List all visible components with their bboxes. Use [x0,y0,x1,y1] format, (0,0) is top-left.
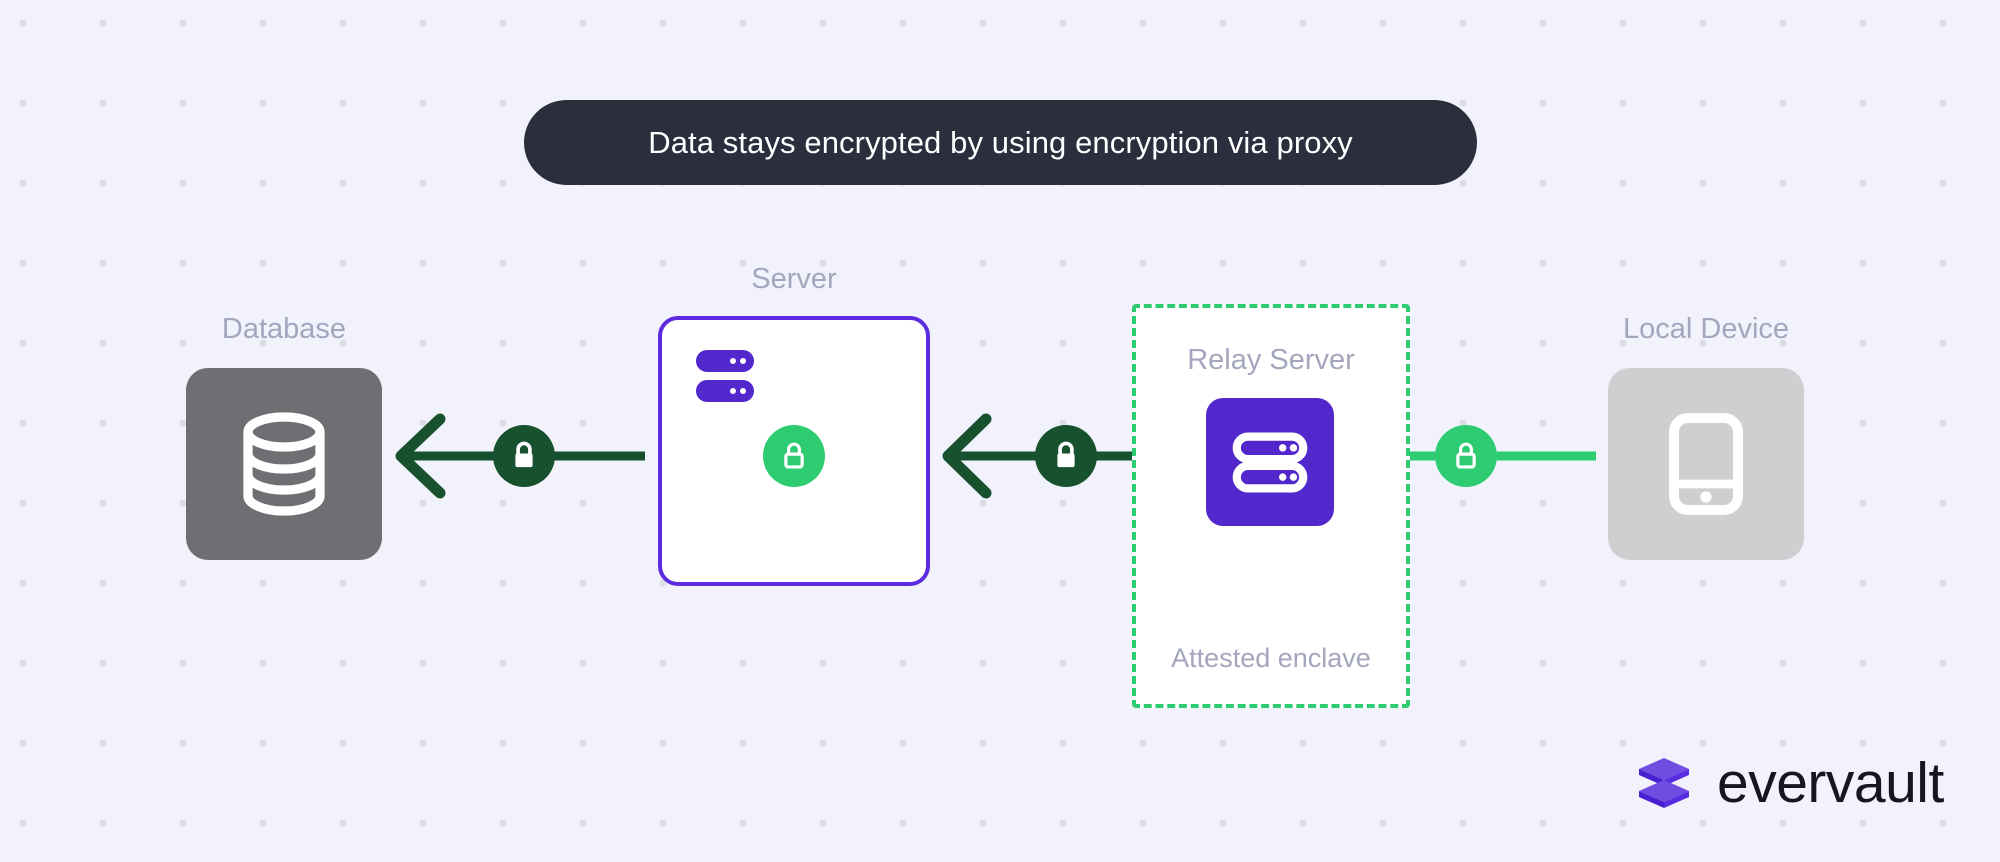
banner-pill: Data stays encrypted by using encryption… [524,100,1477,185]
database-icon [243,412,325,516]
lock-badge-server-to-relay [1035,425,1097,487]
server-bars-icon [696,350,756,402]
evervault-mark-icon [1639,758,1689,808]
lock-icon [515,441,533,468]
server-bar-dot [730,388,736,394]
evervault-wordmark: evervault [1717,750,1944,815]
server-label: Server [751,263,837,295]
server-bar-dot [730,358,736,364]
server-node[interactable] [658,316,930,586]
banner-text: Data stays encrypted by using encryption… [648,124,1353,160]
mobile-phone-icon [1669,413,1743,515]
lock-badge-relay-to-device [1435,425,1497,487]
database-label: Database [221,313,347,345]
lock-icon [784,442,804,469]
server-rack-icon [1232,432,1308,493]
server-bar-top [696,350,754,372]
relay-server-title: Relay Server [1187,344,1355,376]
relay-server-icon-tile [1206,398,1334,526]
lock-icon [1057,441,1075,468]
server-bar-bottom [696,380,754,402]
relay-server-node[interactable]: Relay Server Attested enclave [1132,304,1410,708]
server-bar-dot [740,388,746,394]
lock-icon [1456,442,1476,469]
server-bar-dot [740,358,746,364]
relay-server-caption: Attested enclave [1171,643,1371,673]
lock-badge-database-to-server [493,425,555,487]
local-device-label: Local Device [1622,313,1790,345]
evervault-logo: evervault [1633,752,1944,814]
database-node[interactable] [186,368,382,560]
local-device-node[interactable] [1608,368,1804,560]
lock-badge-inside-server [763,425,825,487]
